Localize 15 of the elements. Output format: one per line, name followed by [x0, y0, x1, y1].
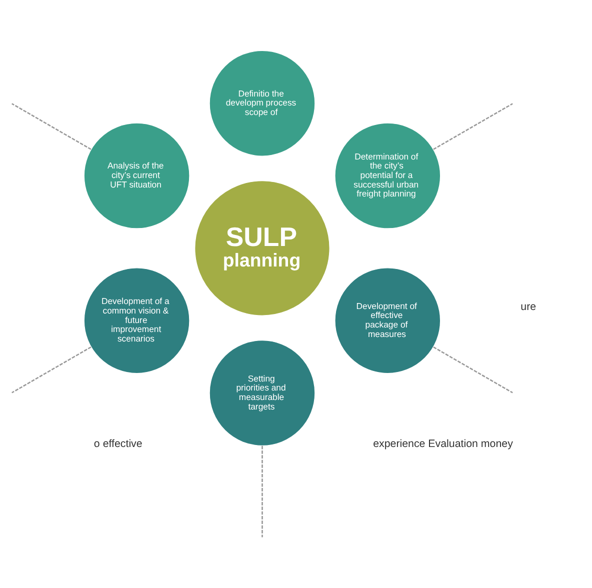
node-circle: Development of effective package of measures: [334, 267, 441, 374]
connector: [433, 346, 513, 393]
node-circle: Analysis of the city’s current UFT situation: [84, 122, 190, 228]
connector: [12, 346, 92, 393]
connector: [433, 102, 513, 150]
label: o effective: [94, 437, 142, 450]
node-circle: Determination of the city’s potential for a successful urban freight planning: [334, 122, 441, 228]
node-circle: Development of a common vision & future improvement scenarios: [84, 267, 190, 374]
connector: [12, 102, 92, 150]
node-circle: SULP planning: [194, 180, 330, 316]
connector: [262, 445, 263, 537]
label: ure: [520, 300, 536, 313]
label: experience Evaluation money: [373, 437, 513, 450]
node-circle: Setting priorities and measurable targets: [209, 339, 316, 446]
node-circle: Definitio the developm process scope of: [209, 50, 316, 156]
